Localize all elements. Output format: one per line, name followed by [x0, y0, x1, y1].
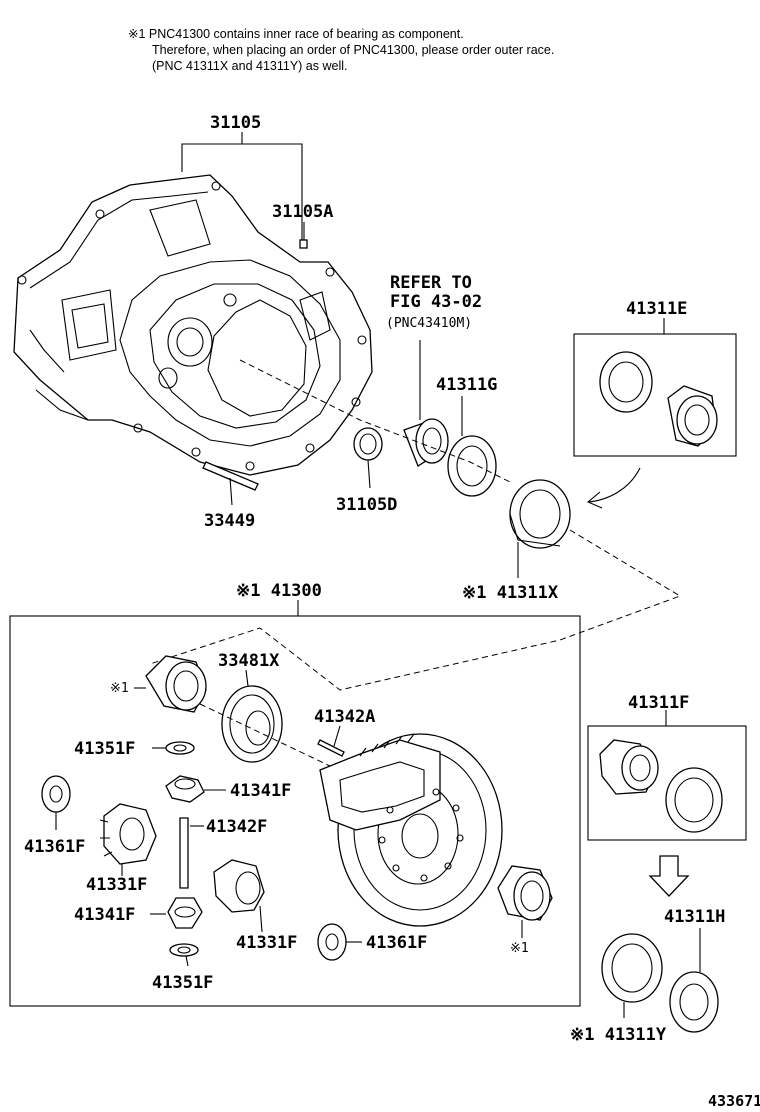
- refer-line-2: FIG 43-02: [390, 292, 482, 312]
- plug-31105A-drawing: [299, 239, 308, 249]
- ring-33481X-drawing: [221, 685, 283, 763]
- label-41311G: 41311G: [436, 375, 497, 395]
- side-gear-41331F-right-drawing: [213, 859, 265, 913]
- shim-41311H-drawing: [669, 971, 719, 1033]
- note-line-1: ※1 PNC41300 contains inner race of beari…: [128, 27, 464, 41]
- label-41311F: 41311F: [628, 693, 689, 713]
- label-31105D: 31105D: [336, 495, 397, 515]
- washer-41361F-right-drawing: [317, 923, 347, 961]
- label-41351F-top: 41351F: [74, 739, 135, 759]
- label-41361F-left: 41361F: [24, 837, 85, 857]
- label-41311Y: ※1 41311Y: [570, 1025, 667, 1045]
- bearing-41311F-drawing: [599, 739, 723, 833]
- figure-id: 433671: [708, 1092, 760, 1110]
- label-31105A: 31105A: [272, 202, 333, 222]
- pinion-41341F-bottom-drawing: [167, 897, 203, 929]
- label-33449: 33449: [204, 511, 255, 531]
- pinion-41341F-top-drawing: [165, 775, 205, 803]
- label-41341F-bottom: 41341F: [74, 905, 135, 925]
- part-33449-drawing: [202, 461, 259, 491]
- transmission-case-drawing: [13, 174, 373, 476]
- label-41331F-left: 41331F: [86, 875, 147, 895]
- washer-41351F-bottom-drawing: [169, 943, 199, 957]
- shim-41311G-drawing: [447, 435, 497, 497]
- mark-1-left: ※1: [110, 681, 129, 696]
- arrow-41311E-to-41311X: [587, 467, 641, 503]
- label-41311H: 41311H: [664, 907, 725, 927]
- inner-bearing-left-drawing: [145, 655, 207, 713]
- label-41342F: 41342F: [206, 817, 267, 837]
- pin-41342A-drawing: [317, 739, 345, 757]
- label-41300: ※1 41300: [236, 581, 322, 601]
- bearing-ref-drawing: [403, 418, 449, 467]
- note-line-3: (PNC 41311X and 41311Y) as well.: [152, 59, 347, 73]
- shaft-41342F-drawing: [179, 817, 189, 889]
- label-41351F-bottom: 41351F: [152, 973, 213, 993]
- outer-race-41311Y-drawing: [601, 933, 663, 1003]
- refer-line-3: (PNC43410M): [386, 316, 472, 331]
- note-line-2: Therefore, when placing an order of PNC4…: [152, 43, 554, 57]
- side-gear-41331F-left-drawing: [99, 803, 157, 865]
- seal-31105D-drawing: [353, 427, 383, 461]
- bearing-41311E-drawing: [599, 351, 718, 447]
- label-41311X: ※1 41311X: [462, 583, 559, 603]
- box-41311F: [587, 725, 747, 841]
- label-41311E: 41311E: [626, 299, 687, 319]
- mark-1-right: ※1: [510, 941, 529, 956]
- box-41311E: [573, 333, 737, 457]
- washer-41361F-left-drawing: [41, 775, 71, 813]
- arrow-down-icon: [648, 855, 690, 897]
- washer-41351F-top-drawing: [165, 741, 195, 755]
- label-33481X: 33481X: [218, 651, 280, 671]
- label-41341F-top: 41341F: [230, 781, 291, 801]
- box-41300: [9, 615, 581, 1007]
- outer-race-41311X-drawing: [509, 479, 571, 549]
- differential-assembly-drawing: [319, 733, 503, 927]
- label-41342A: 41342A: [314, 707, 375, 727]
- refer-line-1: REFER TO: [390, 273, 472, 293]
- label-41361F-right: 41361F: [366, 933, 427, 953]
- inner-bearing-right-drawing: [497, 865, 553, 921]
- label-31105: 31105: [210, 113, 261, 133]
- label-41331F-right: 41331F: [236, 933, 297, 953]
